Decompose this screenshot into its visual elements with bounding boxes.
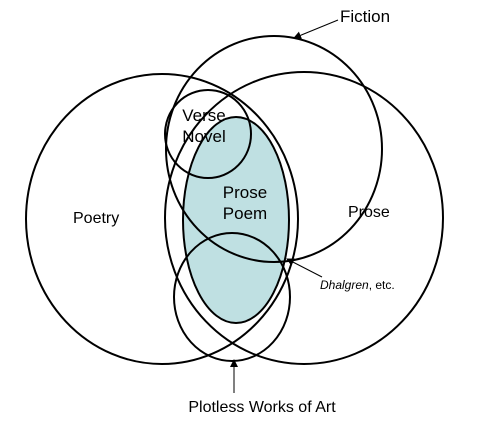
prose-poem-circle: [182, 116, 290, 324]
dhalgren-label: Dhalgren, etc.: [320, 278, 395, 292]
prose-poem-label-line1: Prose: [223, 183, 267, 202]
dhalgren-suffix: , etc.: [369, 278, 395, 292]
verse-novel-label-line1: Verse: [182, 106, 225, 125]
prose-poem-fill: [183, 117, 289, 323]
fiction-arrow: [293, 19, 339, 40]
prose-circle: [164, 71, 444, 365]
dhalgren-arrow: [286, 258, 323, 278]
dhalgren-title: Dhalgren: [320, 278, 369, 292]
poetry-label: Poetry: [73, 210, 119, 227]
plotless-works-label: Plotless Works of Art: [188, 399, 336, 416]
fiction-label: Fiction: [340, 7, 390, 26]
poetry-circle: [25, 73, 299, 365]
fiction-circle: [165, 35, 383, 263]
verse-novel-label-line2: Novel: [182, 127, 225, 146]
prose-poem-label-line2: Poem: [223, 204, 267, 223]
prose-label: Prose: [348, 204, 390, 221]
verse-novel-circle: [164, 89, 252, 179]
